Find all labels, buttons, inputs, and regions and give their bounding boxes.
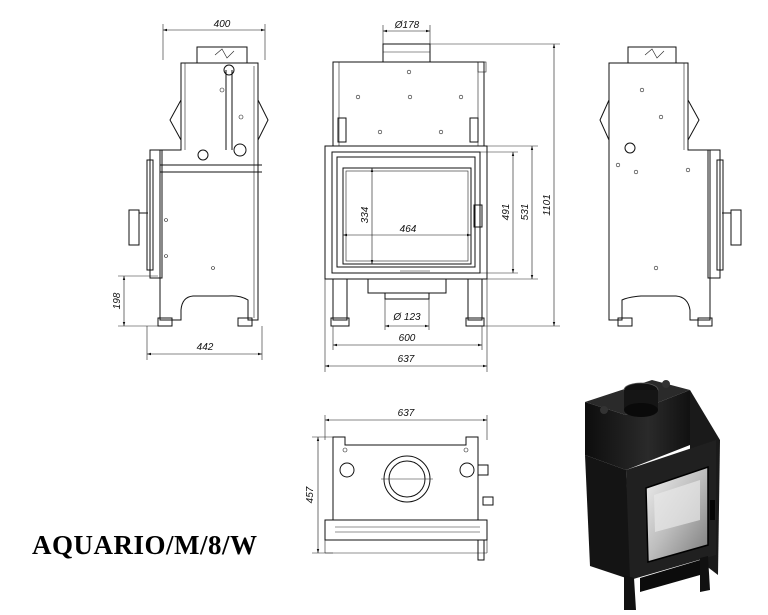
side-view: 400 198: [112, 19, 269, 360]
product-render: [585, 380, 720, 610]
dim-top-width: 637: [398, 408, 415, 419]
dim-door-glass-height: 491: [501, 204, 512, 221]
dim-air-inlet: Ø 123: [392, 312, 421, 323]
dim-side-base: 442: [197, 342, 214, 353]
dim-door-outer-height: 531: [520, 204, 531, 221]
model-title: AQUARIO/M/8/W: [32, 530, 258, 560]
dim-side-depth: 400: [214, 19, 231, 30]
front-view: Ø178 464: [324, 20, 560, 372]
dim-glass-height: 334: [360, 206, 371, 223]
dim-overall-width: 637: [398, 354, 415, 365]
dim-base-width: 600: [399, 333, 416, 344]
dim-glass-width: 464: [400, 224, 417, 235]
top-view: 637 457: [305, 408, 494, 561]
dim-top-depth: 457: [305, 486, 316, 503]
side-view-right: [599, 46, 742, 327]
dim-flue-diameter: Ø178: [394, 20, 420, 31]
dim-total-height: 1101: [542, 194, 553, 216]
dim-side-leg-height: 198: [112, 292, 123, 309]
